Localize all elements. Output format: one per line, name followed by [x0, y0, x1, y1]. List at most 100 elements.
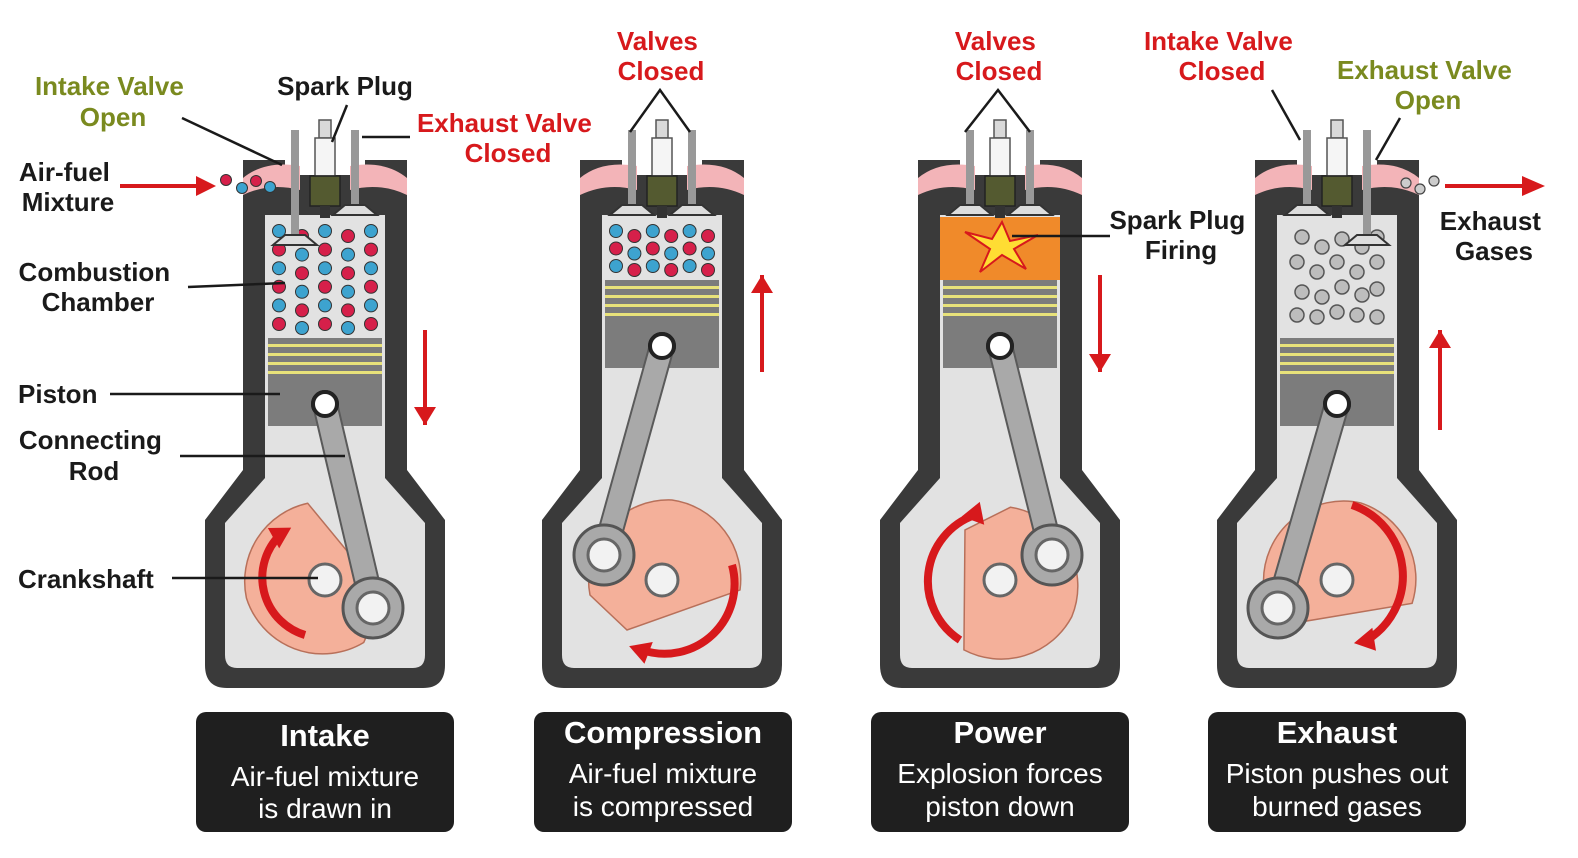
- crankshaft-center: [644, 562, 680, 598]
- stroke-direction-arrow-icon: [1089, 354, 1111, 372]
- labels: Intake Valve Open Spark Plug Exhaust Val…: [18, 26, 1548, 594]
- crank-rotation-arrow-icon: [267, 527, 292, 549]
- caption-power: Power Explosion forces piston down: [871, 712, 1129, 832]
- crank-pin-inner: [1260, 590, 1296, 626]
- fuel-particle: [295, 303, 309, 318]
- exhaust-valve-head: [1342, 234, 1392, 246]
- spark-plug-tip: [1330, 119, 1344, 139]
- label-exhaust-gases: Exhaust Gases: [1440, 206, 1548, 266]
- label-valves-closed-power: Valves Closed: [955, 26, 1043, 86]
- engine-compression-stroke: [542, 119, 782, 688]
- label-connecting-rod: Connecting Rod: [19, 425, 169, 486]
- fuel-particle: [318, 298, 332, 313]
- caption-line: is compressed: [573, 791, 754, 822]
- fuel-particle: [272, 317, 286, 331]
- spark-plug-electrode: [1332, 206, 1342, 218]
- explosion-spark-icon: [964, 219, 1039, 273]
- fuel-particle: [701, 263, 715, 277]
- intake-valve-head: [607, 204, 657, 216]
- intake-valve-head: [945, 204, 995, 216]
- fuel-particle: [341, 247, 355, 262]
- fuel-particle: [627, 263, 642, 277]
- stroke-direction-arrow-icon: [751, 275, 773, 293]
- fuel-particle: [318, 317, 332, 331]
- piston-ring: [605, 295, 719, 298]
- connecting-rod: [1267, 393, 1348, 619]
- fuel-particle: [318, 224, 332, 238]
- fuel-particle: [295, 247, 309, 262]
- spark-plug-insulator: [989, 137, 1011, 177]
- piston-ring: [605, 304, 719, 307]
- piston-ring: [268, 353, 382, 356]
- piston-pin-cap: [986, 332, 1014, 360]
- fuel-particle: [318, 261, 332, 276]
- label-spark-plug: Spark Plug: [277, 71, 413, 101]
- intake-port: [918, 164, 975, 195]
- outgoing-exhaust-particle: [1414, 183, 1426, 195]
- spark-plug-body: [646, 175, 678, 207]
- exhaust-gas-particle: [1309, 309, 1325, 325]
- fuel-particle: [645, 224, 660, 238]
- fuel-particle: [627, 229, 642, 243]
- fuel-particle: [272, 224, 286, 238]
- exhaust-port: [350, 164, 407, 195]
- piston-ring: [943, 286, 1057, 289]
- fuel-particle: [364, 317, 378, 331]
- fuel-particle: [341, 321, 355, 335]
- fuel-particle: [364, 242, 378, 257]
- engine-intake-stroke: [205, 119, 445, 688]
- spark-plug-tip: [993, 119, 1007, 139]
- exhaust-gas-particle: [1369, 309, 1385, 325]
- piston-ring: [268, 344, 382, 347]
- spark-plug-tip: [318, 119, 332, 139]
- piston-ring: [1280, 362, 1394, 365]
- incoming-fuel-particle: [264, 181, 276, 193]
- piston-ring: [268, 362, 382, 365]
- piston-ring: [1280, 344, 1394, 347]
- intake-port: [580, 164, 637, 195]
- exhaust-gas-particle: [1289, 254, 1305, 270]
- exhaust-valve-head: [330, 204, 380, 216]
- intake-port: [243, 164, 300, 195]
- connecting-rod: [989, 335, 1063, 566]
- fuel-particle: [295, 321, 309, 335]
- exhaust-gas-particle: [1294, 229, 1310, 245]
- fuel-particle: [682, 224, 697, 238]
- exhaust-gas-particle: [1334, 279, 1350, 295]
- crank-rotation-arrow-icon: [629, 642, 653, 664]
- crankshaft-center: [982, 562, 1018, 598]
- intake-port: [1255, 164, 1312, 195]
- exhaust-gas-particle: [1369, 281, 1385, 297]
- intake-valve-head: [270, 234, 320, 246]
- exhaust-valve-head: [667, 204, 717, 216]
- spark-plug-insulator: [651, 137, 673, 177]
- outgoing-exhaust-particle: [1400, 177, 1412, 189]
- crank-rotation-arc: [923, 511, 977, 644]
- leader-lines: [110, 87, 1402, 580]
- exhaust-gas-particle: [1354, 287, 1370, 303]
- label-exhaust-valve-open: Exhaust Valve Open: [1337, 55, 1519, 115]
- exhaust-gas-particle: [1329, 304, 1345, 320]
- piston-ring: [1280, 353, 1394, 356]
- piston-pin-cap: [1323, 390, 1351, 418]
- caption-title: Compression: [564, 715, 762, 750]
- fuel-particle: [682, 259, 697, 273]
- fuel-particle: [318, 279, 332, 294]
- fuel-particle: [272, 261, 286, 276]
- crank-rotation-arrow-icon: [961, 501, 985, 525]
- connecting-rod: [314, 393, 384, 619]
- fuel-particle: [664, 263, 679, 277]
- exhaust-outflow-arrow: [1445, 176, 1545, 196]
- caption-title: Exhaust: [1277, 715, 1398, 750]
- fuel-particle: [609, 259, 623, 273]
- outgoing-exhaust-particle: [1428, 175, 1440, 187]
- engine-power-stroke: [880, 119, 1120, 688]
- label-valves-closed-compression: Valves Closed: [617, 26, 705, 86]
- crank-rotation-arrow-icon: [1353, 627, 1376, 651]
- stroke-direction-arrow-icon: [1429, 330, 1451, 348]
- spark-plug-electrode: [995, 206, 1005, 218]
- incoming-fuel-particle: [220, 174, 232, 186]
- label-piston: Piston: [18, 379, 97, 409]
- exhaust-gas-particle: [1329, 254, 1345, 270]
